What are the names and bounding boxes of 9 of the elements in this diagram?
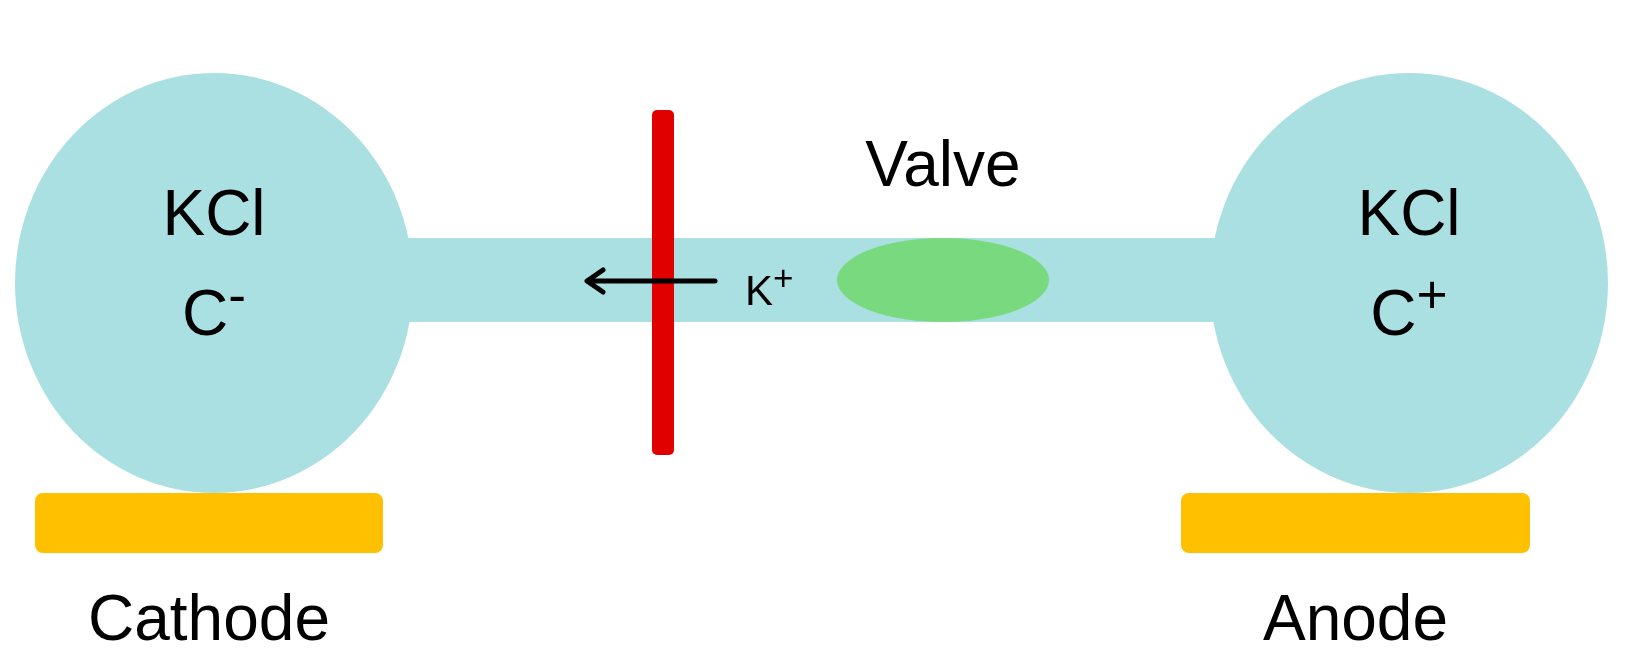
membrane-bar xyxy=(652,110,674,455)
electrode-label: Anode xyxy=(1262,586,1449,650)
ion-label: K$^{+}$ xyxy=(745,260,794,312)
solution-label: KCl xyxy=(162,175,266,251)
valve-label: Valve xyxy=(865,132,1021,196)
concentration-label: C$^{+}$ xyxy=(1370,263,1448,352)
solution-label: KCl xyxy=(1357,175,1461,251)
electrode-label: Cathode xyxy=(88,586,330,650)
concentration-label: C$^{-}$ xyxy=(182,263,246,352)
